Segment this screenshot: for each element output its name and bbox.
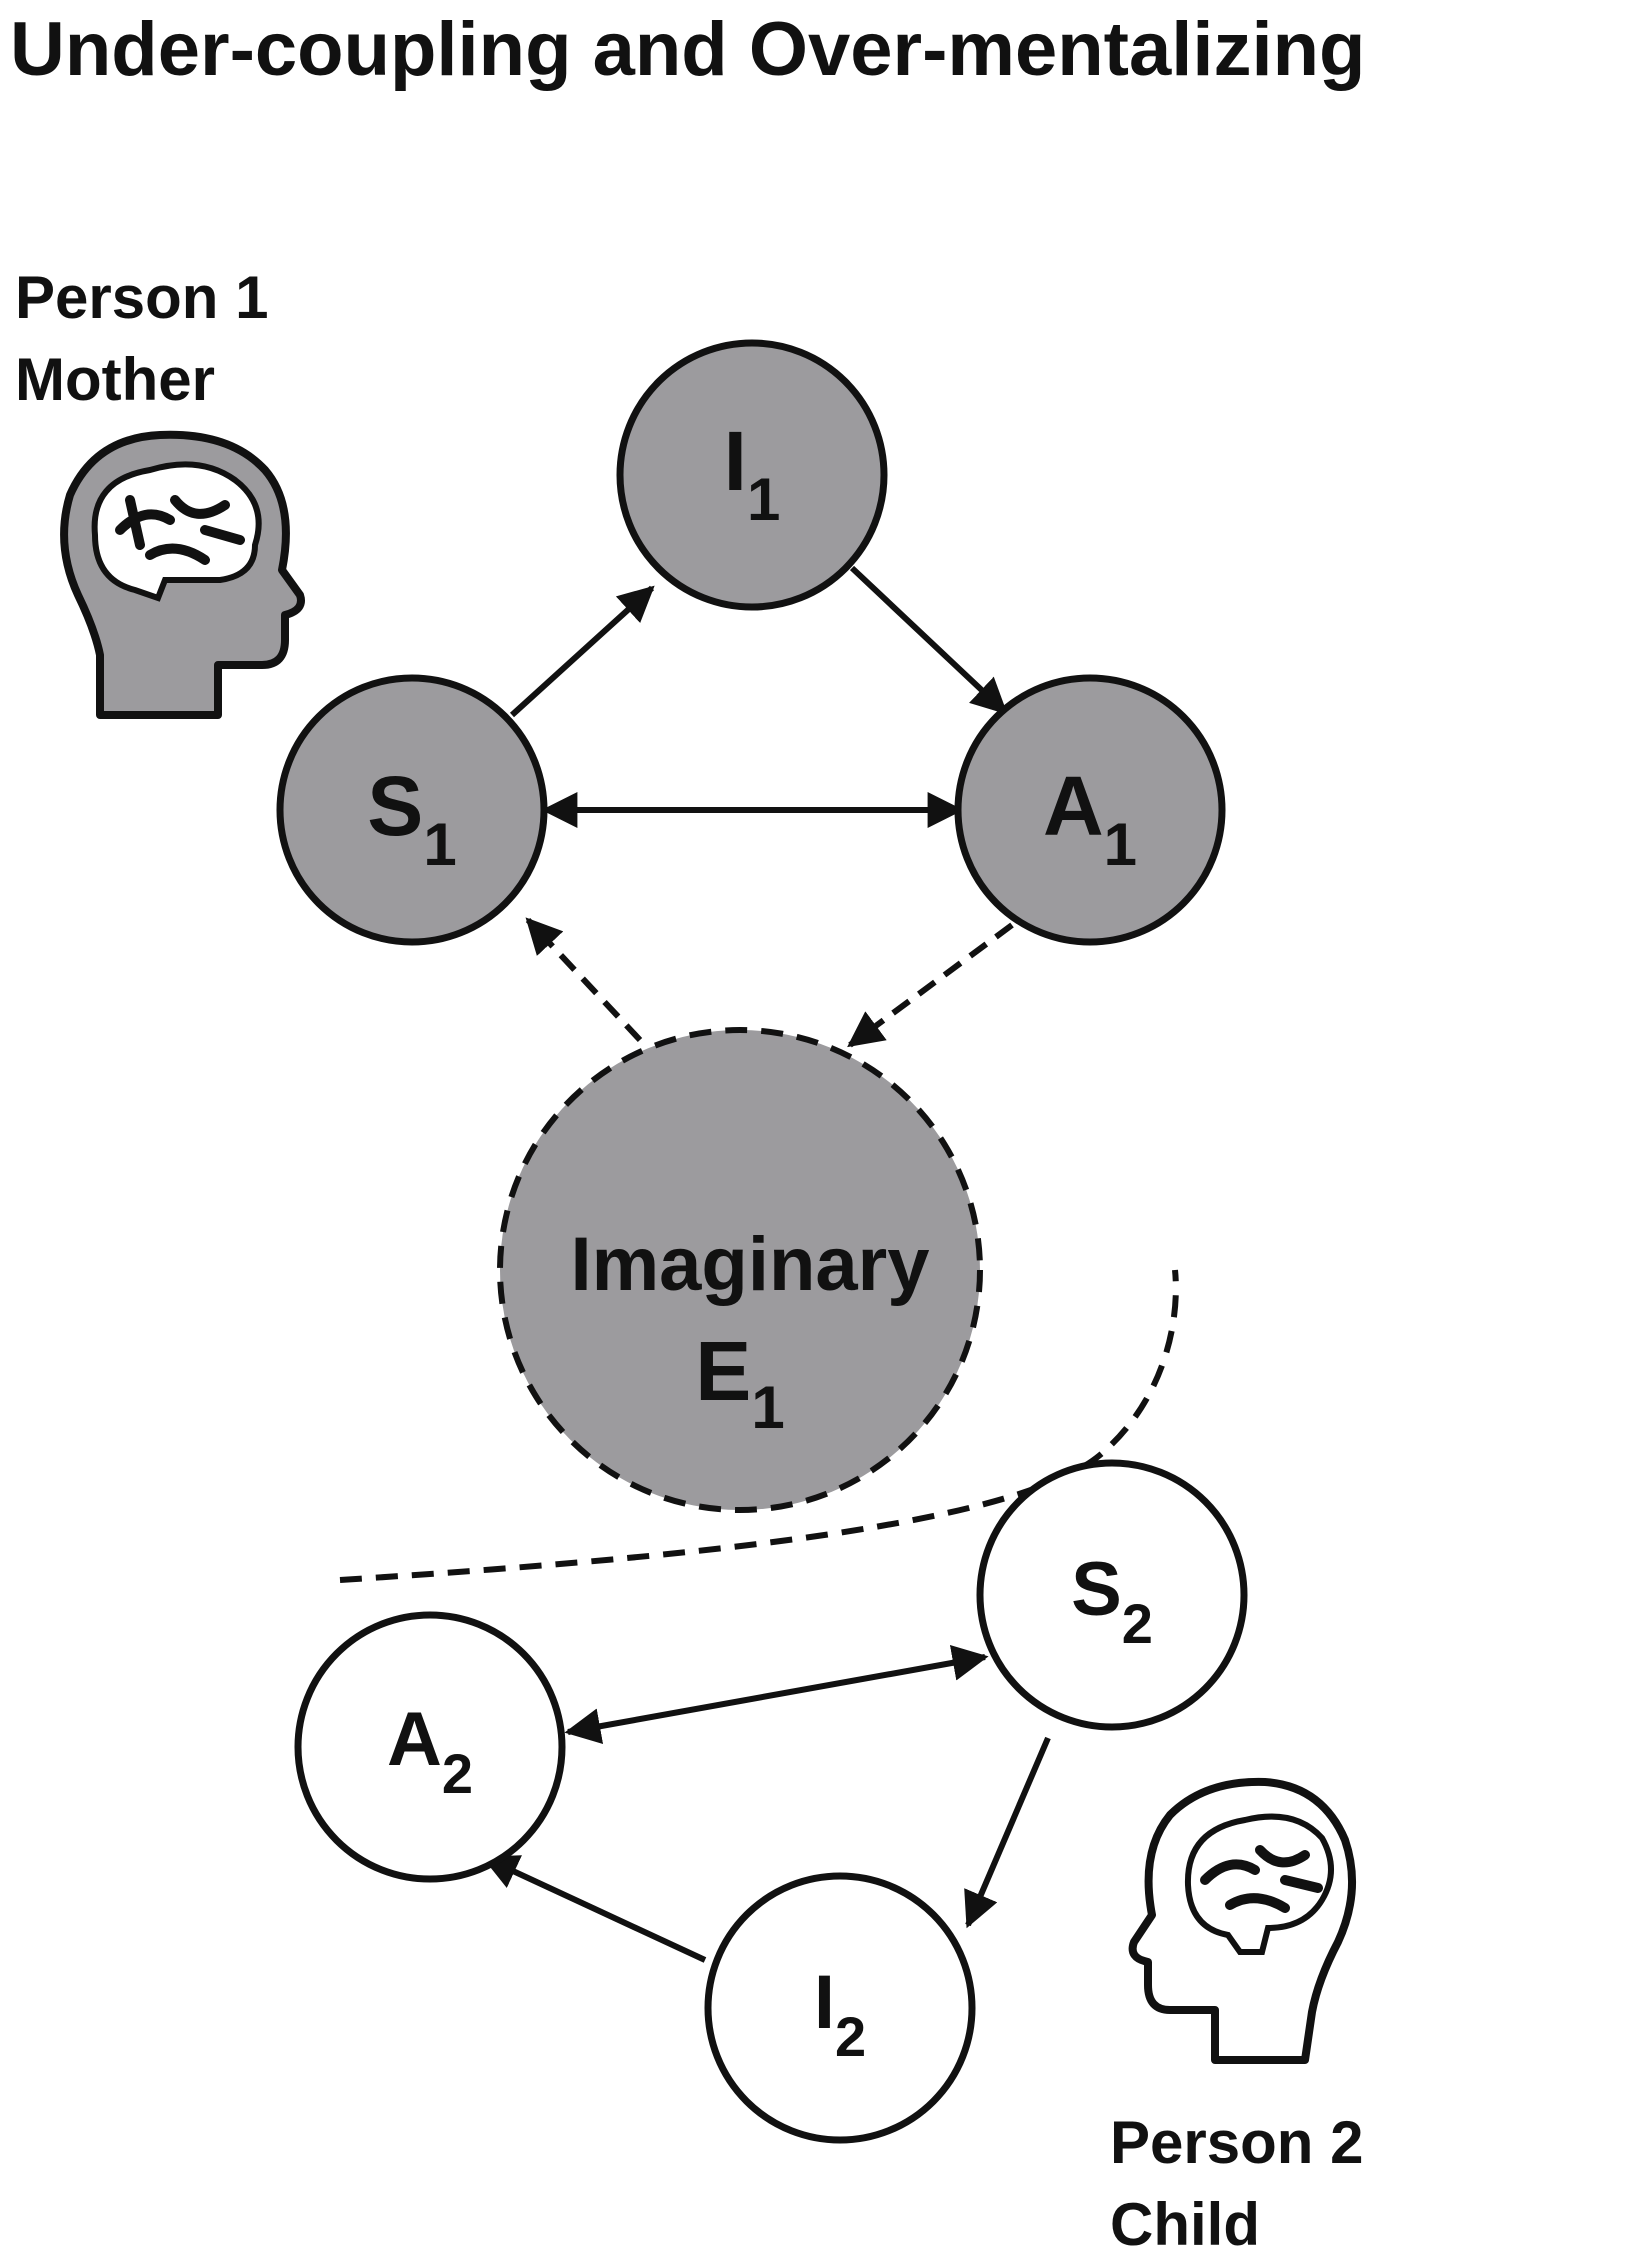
svg-text:E1: E1 [695,1324,784,1441]
node-s2-letter: S [1071,1547,1122,1632]
person2-label: Person 2 [1110,2109,1363,2176]
arrow-s2-to-i2 [964,1736,1051,1929]
node-a2-letter: A [387,1697,442,1782]
node-s1-letter: S [367,759,423,853]
node-e1-label: Imaginary [570,1222,929,1307]
node-a2-subscript: 2 [442,1742,473,1805]
node-i1-letter: I [724,414,747,508]
node-i1-subscript: 1 [747,466,780,533]
arrow-e1-to-s1 [525,917,643,1043]
diagram-title: Under-coupling and Over-mentalizing [10,7,1365,92]
node-a1-letter: A [1043,759,1104,853]
arrow-a2-s2-bidirectional [564,1645,989,1744]
node-e1-subscript: 1 [751,1374,784,1441]
arrow-i2-to-a2 [481,1855,707,1963]
person2-role: Child [1110,2191,1260,2255]
node-i2-letter: I [814,1960,835,2045]
svg-text:I1: I1 [724,414,781,533]
arrow-a1-to-e1 [847,922,1014,1048]
node-i2-subscript: 2 [835,2005,866,2068]
node-e1-imaginary: Imaginary E1 [497,1027,983,1513]
child-head-brain-icon [1128,1777,1356,2064]
arrow-s1-to-i1 [509,585,655,718]
node-s2-subscript: 2 [1122,1592,1153,1655]
node-e1-letter: E [695,1324,751,1418]
person1-label: Person 1 [15,264,268,331]
node-s1: S1 [276,674,548,946]
person1-role: Mother [15,346,215,413]
mother-head-brain-icon [60,430,305,719]
node-s1-subscript: 1 [423,811,456,878]
svg-text:A1: A1 [1043,759,1137,878]
svg-text:A2: A2 [387,1697,473,1805]
svg-text:I2: I2 [814,1960,866,2068]
node-a1-subscript: 1 [1104,811,1137,878]
node-a2: A2 [294,1611,566,1883]
markov-blanket-boundary [339,1269,1179,1583]
node-i2: I2 [704,1872,976,2144]
node-i1: I1 [616,339,888,611]
node-s2: S2 [976,1459,1248,1731]
svg-text:S2: S2 [1071,1547,1153,1655]
node-a1: A1 [954,674,1226,946]
arrow-i1-to-a1 [849,565,1008,715]
svg-text:S1: S1 [367,759,456,878]
